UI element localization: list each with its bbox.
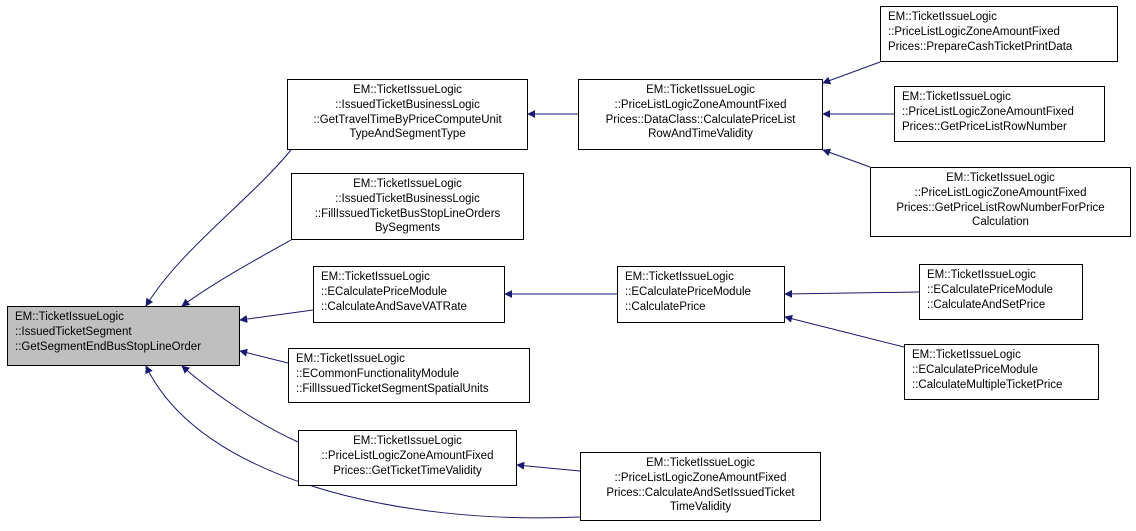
edge-n5-root [181, 365, 299, 443]
edge-n13-n7 [784, 314, 905, 348]
edge-n8-n5 [516, 461, 581, 472]
edge-n4-root [239, 348, 289, 364]
edge-n8-root [145, 365, 581, 519]
edge-n11-n6 [822, 148, 871, 168]
node-calculate-and-set-price[interactable]: EM::TicketIssueLogic ::ECalculatePriceMo… [919, 264, 1083, 320]
node-prepare-cash-ticket-print-data[interactable]: EM::TicketIssueLogic ::PriceListLogicZon… [880, 6, 1118, 62]
edge-n3-root [239, 309, 314, 323]
node-calculate-and-save-vat-rate[interactable]: EM::TicketIssueLogic ::ECalculatePriceMo… [313, 266, 505, 323]
node-get-price-list-row-number-for-price-calculation[interactable]: EM::TicketIssueLogic ::PriceListLogicZon… [870, 167, 1131, 237]
node-calculate-price[interactable]: EM::TicketIssueLogic ::ECalculatePriceMo… [617, 266, 785, 323]
edge-n9-n6 [822, 61, 881, 85]
node-calculate-and-set-issued-ticket-time-validity[interactable]: EM::TicketIssueLogic ::PriceListLogicZon… [580, 452, 821, 521]
node-fill-issued-ticket-bus-stop-line-orders[interactable]: EM::TicketIssueLogic ::IssuedTicketBusin… [291, 173, 524, 240]
edge-n2-root [181, 239, 292, 307]
node-fill-issued-ticket-segment-spatial-units[interactable]: EM::TicketIssueLogic ::ECommonFunctional… [288, 348, 530, 403]
node-get-ticket-time-validity[interactable]: EM::TicketIssueLogic ::PriceListLogicZon… [298, 430, 517, 486]
edge-n12-n7 [784, 289, 920, 298]
node-calculate-multiple-ticket-price[interactable]: EM::TicketIssueLogic ::ECalculatePriceMo… [904, 344, 1099, 400]
node-get-travel-time-by-price-compute-unit[interactable]: EM::TicketIssueLogic ::IssuedTicketBusin… [287, 79, 528, 150]
node-get-segment-end-bus-stop-line-order: EM::TicketIssueLogic ::IssuedTicketSegme… [7, 306, 240, 366]
node-get-price-list-row-number[interactable]: EM::TicketIssueLogic ::PriceListLogicZon… [894, 86, 1105, 142]
edge-n1-root [145, 149, 292, 307]
node-calculate-price-list-row-and-time-validity[interactable]: EM::TicketIssueLogic ::PriceListLogicZon… [578, 79, 823, 150]
